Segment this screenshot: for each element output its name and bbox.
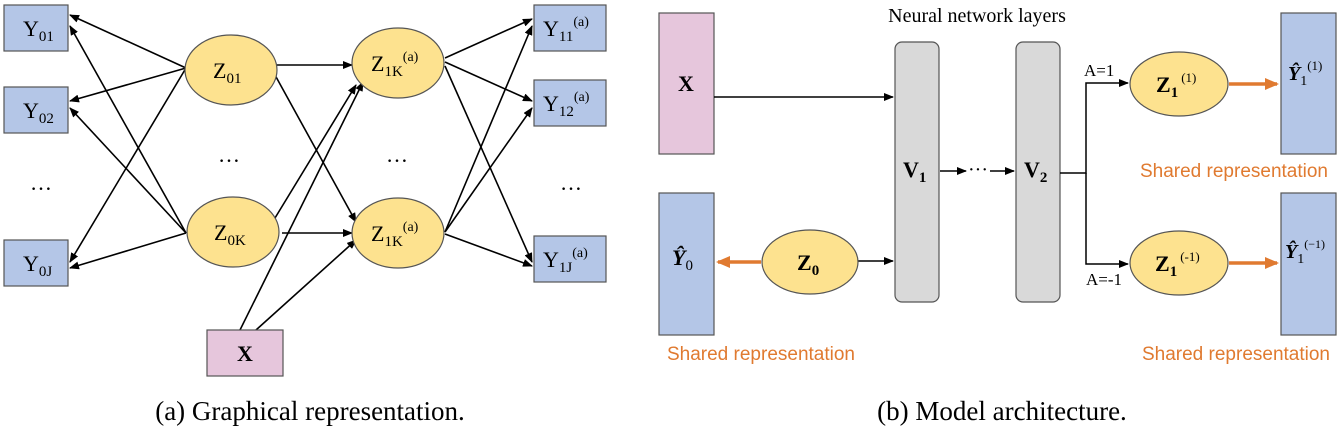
svg-text:Z1(1): Z1(1) [1156,70,1196,101]
shared-label-a1: Shared representation [1140,161,1328,182]
y1-node: Y12(a) [533,79,607,127]
svg-text:X: X [237,341,253,366]
svg-text:Y01: Y01 [23,16,54,45]
svg-text:Z1(-1): Z1(-1) [1155,249,1200,280]
edge-z1top-y1j [444,65,533,263]
edge-v2-z1-top [1060,79,1129,174]
layers-title: Neural network layers [888,5,1066,27]
svg-text:V2: V2 [1024,157,1047,186]
svg-text:Z01: Z01 [213,58,241,87]
layer-v1: V1 [894,41,940,303]
edge-z01-y0j [69,67,187,263]
edge-z01-y02 [69,67,187,103]
y0-node: Y0J [3,239,69,287]
edge-x-z1bot [255,239,357,331]
z1-node: Z1K(a) [351,27,445,99]
shared-label-z0: Shared representation [667,344,855,365]
caption-a: (a) Graphical representation. [155,396,465,426]
z0-representation: Z0 [761,229,859,295]
output-y1hat-a1-box: Ŷ1(1) [1280,12,1337,155]
edge-z0k-y01 [69,25,187,234]
edge-z1top-y12 [444,61,533,102]
y0-node: Y01 [3,4,69,52]
svg-text:Y0J: Y0J [23,251,52,280]
svg-text:Ŷ0: Ŷ0 [672,245,693,274]
svg-text:Z0K: Z0K [214,220,246,249]
input-x-box: X [658,12,715,155]
ellipsis-y1: … [560,170,582,195]
svg-text:Z1K(a): Z1K(a) [371,50,419,80]
svg-text:Y11(a): Y11(a) [543,15,589,45]
branch-label-aminus1: A=-1 [1086,270,1122,289]
edge-z0k-y02 [69,107,187,234]
edge-z0k-y0j [69,232,187,270]
y0-node: Y02 [3,86,69,134]
branch-label-a1: A=1 [1084,61,1114,80]
svg-text:X: X [678,71,694,96]
panel-a-edges [69,14,533,331]
edge-z1bot-y1j [444,233,533,267]
layer-v2: V2 [1015,41,1061,303]
svg-text:Y02: Y02 [23,98,54,127]
panel-b-architecture: Neural network layers X V1 V2 ··· [658,5,1337,426]
edge-z1bot-y12 [444,107,533,233]
output-y1hat-aminus1-box: Ŷ1(−1) [1280,192,1337,336]
svg-text:Y1J(a): Y1J(a) [543,246,588,276]
svg-text:Y12(a): Y12(a) [543,90,590,120]
ellipsis-z1: … [386,142,408,167]
caption-b: (b) Model architecture. [877,396,1127,426]
z1-a1-node: Z1(1) [1129,51,1229,117]
svg-text:Z0: Z0 [797,250,819,279]
z1-node: Z1K(a) [351,197,445,269]
y1-node: Y11(a) [533,4,607,52]
panel-a-graph: Y01 Y02 … Y0J Z01 … Z0K Z1K(a) … Z1K(a [3,4,607,426]
panel-b-edges [714,79,1129,268]
y1-node: Y1J(a) [533,235,607,283]
edge-z01-y01 [69,14,187,69]
edge-z01-z1bot [274,74,357,223]
edge-z1bot-y11 [444,25,533,233]
layers-dots: ··· [968,159,988,181]
x-node: X [206,329,284,377]
ellipsis-z0: … [218,142,240,167]
edge-z1top-y11 [444,18,533,59]
ellipsis-y0: … [30,170,52,195]
output-y0hat-box: Ŷ0 [658,192,715,336]
edge-x-z1top [239,81,364,331]
svg-text:Ŷ1(−1): Ŷ1(−1) [1285,237,1325,267]
z0-node: Z0K [186,196,280,268]
svg-text:Ŷ1(1): Ŷ1(1) [1288,58,1322,89]
edge-z0k-z1top [274,84,357,219]
shared-label-aminus1: Shared representation [1142,344,1330,365]
edge-v2-z1-bottom [1085,173,1129,268]
z1-aminus1-node: Z1(-1) [1129,230,1229,296]
svg-text:Z1K(a): Z1K(a) [371,220,419,250]
svg-text:V1: V1 [903,157,926,186]
z0-node: Z01 [184,34,278,106]
